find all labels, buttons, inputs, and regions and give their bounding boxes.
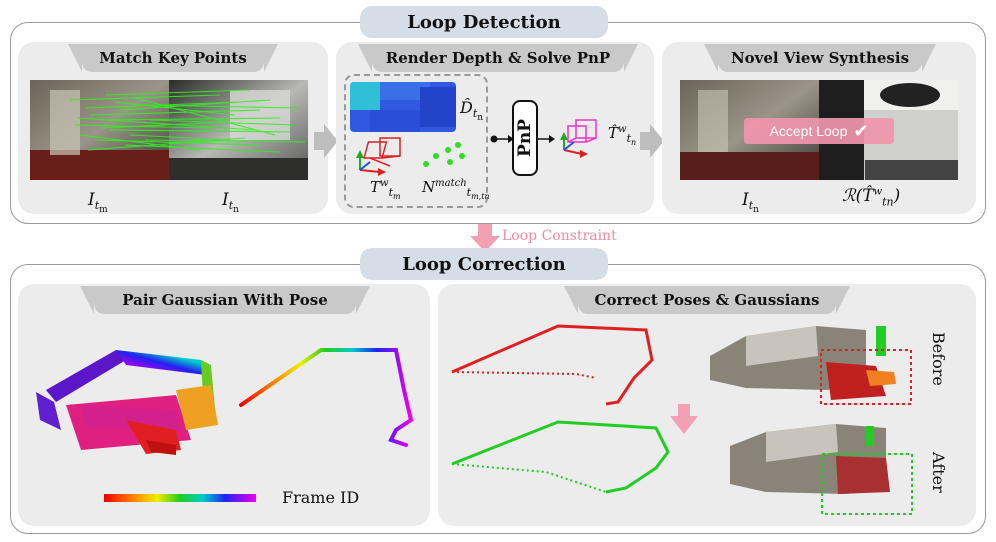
accept-loop-badge: Accept Loop✔ <box>744 118 894 144</box>
rendered-depth-image <box>350 82 456 132</box>
loop-correction-title: Loop Correction <box>360 248 608 280</box>
frame-id-legend-label: Frame ID <box>282 488 360 507</box>
render-dashed-box <box>344 74 488 208</box>
match-keypoints-title: Match Key Points <box>68 44 278 72</box>
camera-pose-icon <box>356 137 401 176</box>
loop-constraint-arrow-icon <box>470 224 500 252</box>
flow-arrow-1-icon <box>314 124 338 158</box>
nvs-render-label: ℛ(T̂wtn) <box>842 186 901 209</box>
nvs-frame-label: Itn <box>742 190 759 216</box>
output-arrow-icon <box>538 135 555 143</box>
estimated-pose-label: T̂wtn <box>608 124 637 148</box>
loop-detection-title: Loop Detection <box>360 6 608 38</box>
loop-constraint-label: Loop Constraint <box>502 228 617 244</box>
keypoint-match-image <box>30 80 308 180</box>
keypoint-match-svg <box>30 80 308 180</box>
match-points-icon <box>423 142 465 167</box>
after-label: After <box>929 452 948 493</box>
correct-poses-title: Correct Poses & Gaussians <box>564 286 850 314</box>
match-right-frame-label: Itn <box>222 190 239 216</box>
flow-arrow-2-icon <box>640 124 664 158</box>
match-left-frame-label: Itm <box>88 190 108 216</box>
pair-gaussian-title: Pair Gaussian With Pose <box>80 286 370 314</box>
before-label: Before <box>929 332 948 386</box>
input-arrow-icon <box>490 135 514 143</box>
checkmark-icon: ✔ <box>853 120 869 141</box>
estimated-pose-icon <box>560 119 597 158</box>
depth-map-svg <box>350 82 456 132</box>
frame-id-colorbar <box>104 494 256 502</box>
correction-comparison-svg <box>451 324 913 515</box>
depth-label: D̂tn <box>460 98 484 124</box>
render-pnp-title: Render Depth & Solve PnP <box>358 44 638 72</box>
pose-label: Twtm <box>370 178 401 202</box>
nvs-title: Novel View Synthesis <box>704 44 936 72</box>
gaussian-map-svg <box>36 348 414 455</box>
match-count-label: Nmatchtm,tn <box>422 178 490 202</box>
pnp-solver-box: PnP <box>512 100 538 176</box>
